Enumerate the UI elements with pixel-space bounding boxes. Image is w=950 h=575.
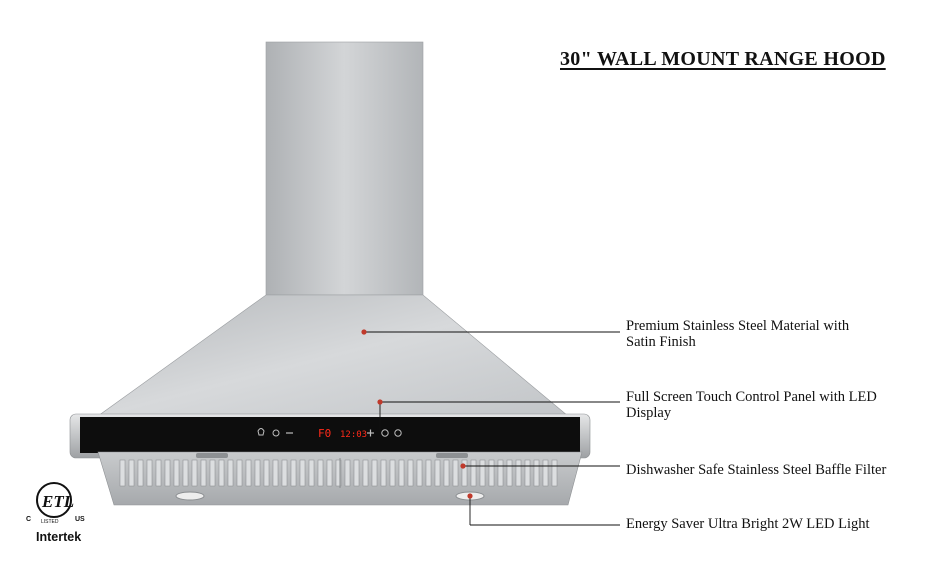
baffle-fin [470,459,477,487]
baffle-fin [254,459,261,487]
svg-text:LISTED: LISTED [41,519,59,525]
led-speed-display: F0 [318,427,331,440]
pointer-dot-steel [361,329,367,335]
touch-control-panel [80,417,580,453]
baffle-fin [353,459,360,487]
etl-certification-logo: ETL C US LISTED [26,482,85,525]
baffle-fin [524,459,531,487]
callout-line: Display [626,405,672,421]
baffle-fin [542,459,549,487]
callout-pointers [361,329,620,526]
baffle-fin [128,459,135,487]
baffle-fin [299,459,306,487]
baffle-fin [362,459,369,487]
led-light-left [175,491,205,501]
pointer-dot-light [467,493,473,499]
baffle-fin [434,459,441,487]
baffle-fin [290,459,297,487]
baffle-filter-fins [119,459,558,487]
callout-touch-panel: Full Screen Touch Control Panel with LED… [626,389,926,421]
baffle-fin [263,459,270,487]
fan-icon [272,429,280,437]
canopy [97,294,569,417]
callout-line: Energy Saver Ultra Bright 2W LED Light [626,516,870,532]
baffle-fin [218,459,225,487]
light-icon [257,428,265,436]
baffle-fin [245,459,252,487]
callout-led-light: Energy Saver Ultra Bright 2W LED Light [626,516,926,532]
svg-text:US: US [75,516,85,523]
baffle-fin [236,459,243,487]
product-title: 30" WALL MOUNT RANGE HOOD [560,48,886,70]
baffle-fin [452,459,459,487]
callout-stainless-steel: Premium Stainless Steel Material with Sa… [626,318,926,350]
callout-line: Full Screen Touch Control Panel with LED [626,389,877,405]
baffle-fin [497,459,504,487]
baffle-fin [479,459,486,487]
led-clock-display: 12:03 [340,430,367,440]
baffle-fin [146,459,153,487]
callout-line: Satin Finish [626,334,696,350]
baffle-fin [398,459,405,487]
baffle-fin [317,459,324,487]
intertek-label: Intertek [36,530,82,544]
filter-handle-left [196,453,228,458]
baffle-fin [182,459,189,487]
baffle-fin [155,459,162,487]
baffle-fin [119,459,126,487]
baffle-fin [488,459,495,487]
baffle-fin [209,459,216,487]
chimney [265,41,424,296]
baffle-fin [137,459,144,487]
baffle-fin [380,459,387,487]
callout-baffle-filter: Dishwasher Safe Stainless Steel Baffle F… [626,462,926,478]
baffle-fin [533,459,540,487]
svg-text:ETL: ETL [41,492,74,511]
baffle-fin [344,459,351,487]
baffle-fin [281,459,288,487]
baffle-fin [335,459,342,487]
baffle-fin [371,459,378,487]
baffle-fin [173,459,180,487]
baffle-fin [506,459,513,487]
baffle-fin [461,459,468,487]
baffle-fin [200,459,207,487]
baffle-fin [551,459,558,487]
baffle-fin [389,459,396,487]
baffle-fin [425,459,432,487]
baffle-fin [191,459,198,487]
callout-line: Dishwasher Safe Stainless Steel Baffle F… [626,462,887,478]
baffle-fin [308,459,315,487]
clock-icon [381,429,389,437]
baffle-fin [407,459,414,487]
baffle-fin [416,459,423,487]
pointer-dot-panel [377,399,383,405]
callout-line: Premium Stainless Steel Material with [626,318,850,334]
pointer-dot-filter [460,463,466,469]
baffle-fin [272,459,279,487]
svg-text:C: C [26,516,31,523]
baffle-fin [227,459,234,487]
baffle-fin [326,459,333,487]
filter-handle-right [436,453,468,458]
baffle-fin [443,459,450,487]
baffle-fin [164,459,171,487]
power-icon [394,429,402,437]
baffle-fin [515,459,522,487]
